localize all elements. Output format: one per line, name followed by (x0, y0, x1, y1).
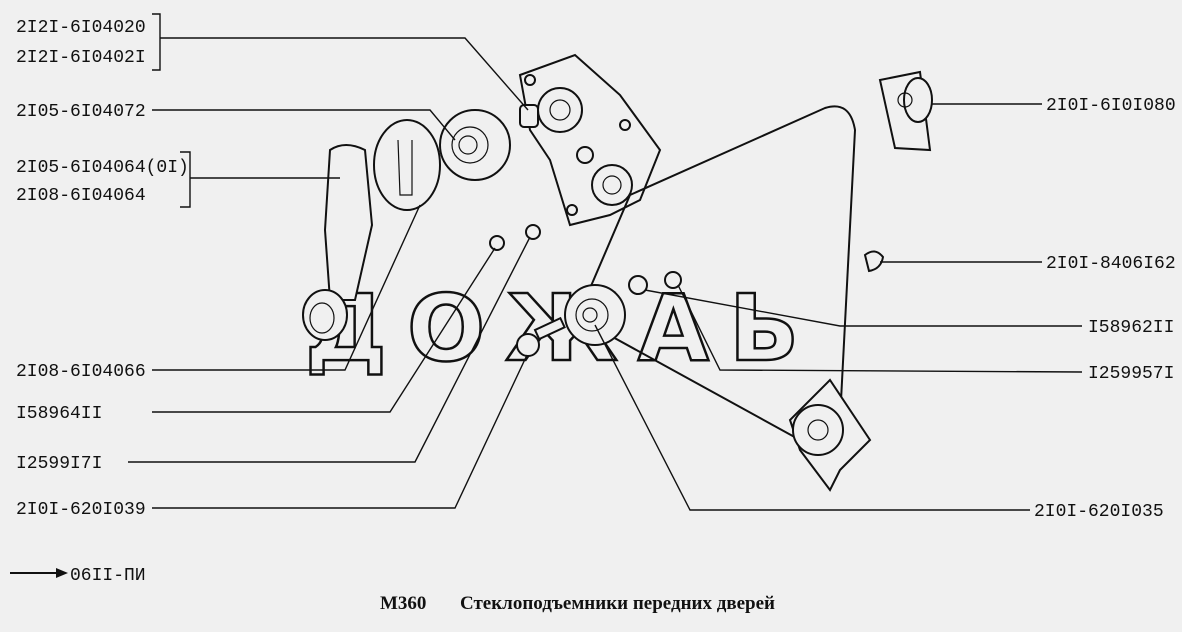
regulator-mechanism (518, 53, 662, 227)
leader-line (152, 204, 421, 371)
leader-line (152, 354, 528, 509)
leader-line (644, 289, 1082, 327)
part-number-label: I58962II (1088, 318, 1174, 338)
nut (664, 271, 682, 289)
reference-label: 06II-ПИ (70, 566, 146, 586)
leader-line (128, 236, 531, 463)
handle-washer (439, 109, 511, 181)
leader-line (152, 13, 529, 111)
washer (628, 275, 648, 295)
washer-small (525, 224, 541, 240)
handle-escutcheon (373, 119, 441, 211)
leader-line (677, 284, 1083, 373)
part-number-label: 2I2I-6I0402I (16, 48, 146, 68)
part-number-label: 2I05-6I04064(0I) (16, 158, 189, 178)
part-number-label: 2I2I-6I04020 (16, 18, 146, 38)
leader-line (180, 151, 340, 208)
part-number-label: 2I08-6I04064 (16, 186, 146, 206)
diagram-title: Стеклоподъемники передних дверей (460, 593, 775, 614)
cable (584, 105, 857, 441)
lower-pulley (788, 378, 872, 492)
leader-line (594, 324, 1030, 511)
part-number-label: 2I0I-6I0I080 (1046, 96, 1176, 116)
cable-clip (863, 250, 885, 273)
part-number-label: 2I0I-8406I62 (1046, 254, 1176, 274)
reference-arrow-icon (10, 568, 68, 578)
leader-line (152, 247, 496, 413)
bolt (516, 316, 566, 357)
upper-pulley (878, 70, 933, 152)
diagram-code: M360 (380, 593, 426, 614)
part-number-label: I2599I7I (16, 454, 102, 474)
part-number-label: I58964II (16, 404, 102, 424)
part-number-label: 2I0I-620I035 (1034, 502, 1164, 522)
part-number-label: 2I0I-620I039 (16, 500, 146, 520)
part-number-label: 2I08-6I04066 (16, 362, 146, 382)
nut-small (489, 235, 505, 251)
leader-line (152, 109, 456, 141)
part-number-label: I259957I (1088, 364, 1174, 384)
part-number-label: 2I05-6I04072 (16, 102, 146, 122)
middle-roller (564, 284, 626, 346)
window-crank-handle (302, 144, 374, 341)
